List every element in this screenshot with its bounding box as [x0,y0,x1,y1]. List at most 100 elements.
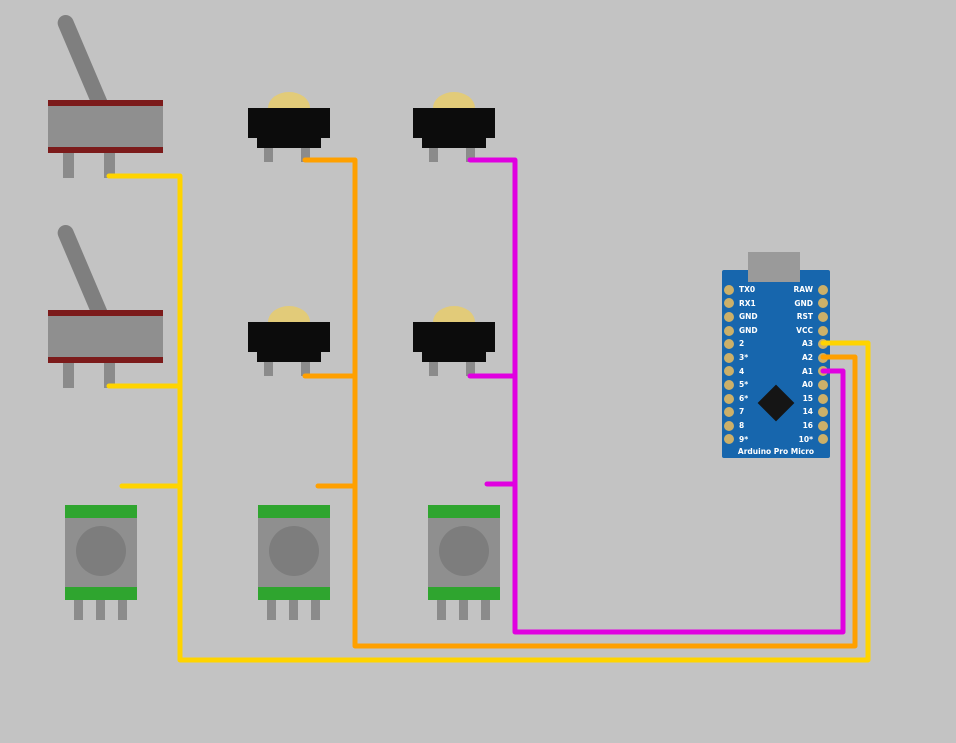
button-pin-leg [466,148,475,162]
push-button-4 [413,306,495,380]
encoder-green-bar [258,587,330,600]
pin-hole-icon [818,366,828,377]
button-pin-leg [466,362,475,376]
toggle-switch-body [48,100,163,153]
pin-row: TX0 RAW [722,283,830,297]
toggle-switch-2 [48,222,163,388]
encoder-pin-leg [96,600,105,620]
encoder-green-bar [65,587,137,600]
pin-row: GND RST [722,310,830,324]
button-body [413,322,495,352]
button-body [413,108,495,138]
pin-label-right: RST [796,312,813,322]
encoder-green-bar [65,505,137,518]
pin-hole-icon [724,407,734,418]
switch-pin-leg [63,153,74,178]
pin-label-left: 7 [739,407,745,417]
pin-hole-icon [724,339,734,350]
pin-hole-icon [724,366,734,377]
pin-row: 4 A1 [722,365,830,379]
pin-label-right: A3 [801,339,813,349]
pin-hole-icon [724,298,734,309]
pin-label-right: A1 [801,366,813,376]
pin-hole-icon [818,407,828,418]
switch-pin-leg [104,153,115,178]
push-button-1 [248,92,330,166]
pin-hole-icon [724,379,734,390]
pin-hole-icon [818,393,828,404]
button-pin-leg [429,362,438,376]
button-pin-leg [264,362,273,376]
pin-row: RX1 GND [722,297,830,311]
pin-label-right: VCC [796,325,813,335]
arduino-pro-micro-board: TX0 RAW RX1 GND GND RST GN [722,252,830,458]
button-pin-leg [264,148,273,162]
pin-label-left: GND [739,312,758,322]
encoder-pin-leg [74,600,83,620]
encoder-pin-leg [289,600,298,620]
pin-label-left: 5* [739,380,749,390]
encoder-knob-icon [439,526,489,576]
pin-row: 3* A2 [722,351,830,365]
pin-label-left: RX1 [739,298,756,308]
switch-pin-leg [104,363,115,388]
pin-label-right: 15 [802,393,813,403]
push-button-2 [413,92,495,166]
pin-label-right: 14 [802,407,813,417]
pin-hole-icon [724,352,734,363]
pin-label-left: GND [739,325,758,335]
pin-header: TX0 RAW RX1 GND GND RST GN [722,283,830,446]
pin-label-left: 6* [739,393,749,403]
pin-row: 2 A3 [722,337,830,351]
encoder-pin-leg [437,600,446,620]
encoder-knob-icon [76,526,126,576]
toggle-lever-icon [55,12,110,113]
pin-hole-icon [818,379,828,390]
pin-label-right: A2 [801,353,813,363]
pin-hole-icon [818,420,828,431]
pin-hole-icon [724,434,734,445]
pin-label-left: 4 [739,366,745,376]
pin-hole-icon [818,284,828,295]
encoder-green-bar [428,505,500,518]
pin-label-right: RAW [793,285,813,295]
button-body [248,108,330,138]
encoder-green-bar [428,587,500,600]
encoder-green-bar [258,505,330,518]
encoder-pin-leg [118,600,127,620]
pin-hole-icon [724,393,734,404]
pin-label-left: 9* [739,434,749,444]
pin-label-right: 10* [798,434,813,444]
encoder-pin-leg [459,600,468,620]
encoder-knob-icon [269,526,319,576]
pin-label-left: 3* [739,353,749,363]
board-title: Arduino Pro Micro [737,447,815,456]
button-pin-leg [301,362,310,376]
pin-hole-icon [818,352,828,363]
encoder-pin-leg [267,600,276,620]
pin-label-left: 8 [739,420,745,430]
encoder-pin-leg [311,600,320,620]
pin-label-left: TX0 [739,285,756,295]
pin-hole-icon [818,325,828,336]
pin-hole-icon [724,311,734,322]
button-body [248,322,330,352]
pin-label-right: GND [794,298,813,308]
pin-hole-icon [818,434,828,445]
pin-label-right: A0 [801,380,813,390]
pin-hole-icon [724,284,734,295]
rotary-encoder-2 [258,505,330,620]
switch-pin-leg [63,363,74,388]
pin-hole-icon [724,325,734,336]
push-button-3 [248,306,330,380]
pin-hole-icon [724,420,734,431]
pin-label-left: 2 [739,339,745,349]
button-pin-leg [429,148,438,162]
pin-hole-icon [818,339,828,350]
toggle-lever-icon [55,222,110,323]
button-pin-leg [301,148,310,162]
toggle-switch-1 [48,12,163,178]
encoder-pin-leg [481,600,490,620]
pin-row: 9* 10* [722,433,830,447]
